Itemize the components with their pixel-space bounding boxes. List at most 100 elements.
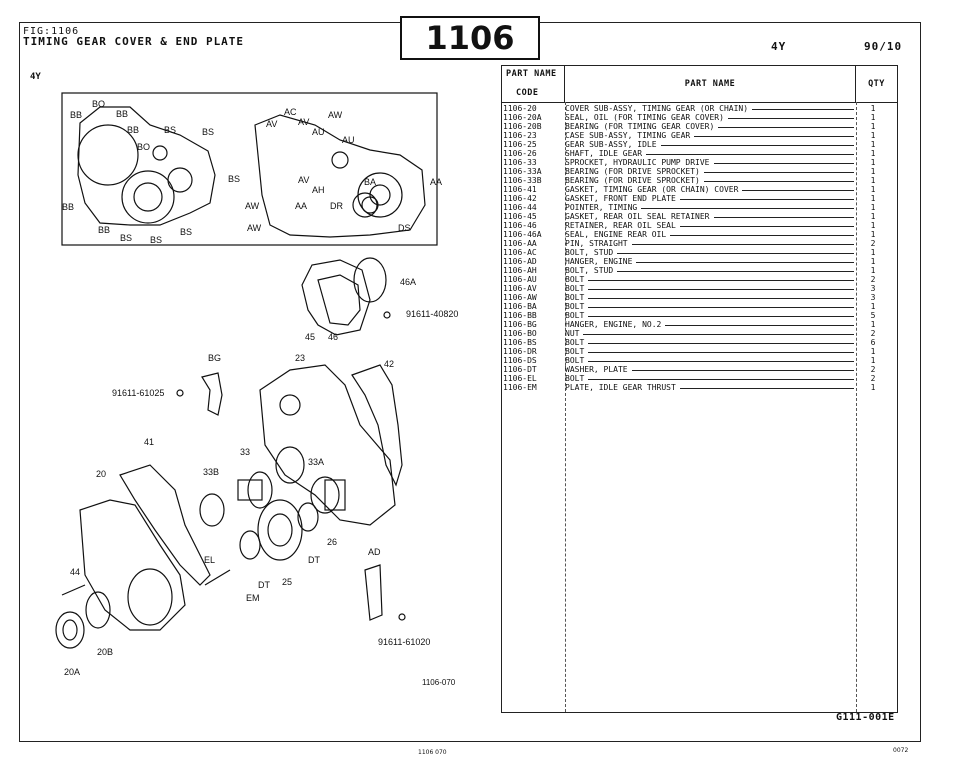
leader-line [588,297,854,299]
label: BO [137,142,150,152]
label: AA [430,177,442,187]
leader-line [670,234,854,236]
part-code: 1106-41 [503,185,537,194]
part-code: 1106-20A [503,113,542,122]
table-row: 1106-EL BOLT 2 [502,374,897,383]
part-code: 1106-20 [503,104,537,113]
part-code: 1106-BO [503,329,537,338]
part-code: 1106-23 [503,131,537,140]
label: 46A [400,277,416,287]
table-row: 1106-AA PIN, STRAIGHT 2 [502,239,897,248]
inset-right-labels: AC AV AV AW AU AU AV AA AH BA AW DR AA A… [245,107,442,233]
part-code: 1106-44 [503,203,537,212]
label: 33B [203,467,219,477]
leader-line [588,342,854,344]
label: BB [116,109,128,119]
part-code: 1106-46A [503,230,542,239]
label: AW [328,110,343,120]
label: BS [150,235,162,245]
part-name: BEARING (FOR DRIVE SPROCKET) [565,176,700,185]
part-qty: 1 [870,257,876,266]
column-divider [856,102,857,712]
part-name: BOLT [565,275,585,284]
part-name: HANGER, ENGINE, NO.2 [565,320,662,329]
label: BS [202,127,214,137]
part-qty: 1 [870,302,876,311]
leader-line [718,126,854,128]
inset-front-cover [77,106,216,226]
figure-title: TIMING GEAR COVER & END PLATE [23,35,245,48]
part-code: 1106-AW [503,293,537,302]
bottom-left-ref: 1106 070 [418,749,447,756]
part-name: BOLT [565,284,585,293]
label: BS [228,174,240,184]
part-qty: 1 [870,194,876,203]
label: 91611-40820 [406,309,458,319]
part-code: 1106-33 [503,158,537,167]
part-qty: 1 [870,266,876,275]
label: 23 [295,353,305,363]
label: 91611-61020 [378,637,430,647]
inset-timing-case [254,114,426,238]
part-name: BOLT [565,374,585,383]
part-name: BOLT, STUD [565,248,614,257]
table-row: 1106-AC BOLT, STUD 1 [502,248,897,257]
col-header-code-bottom: CODE [516,88,539,98]
part-code: 1106-42 [503,194,537,203]
col-header-code-top: PART NAME [506,69,557,79]
part-name: PLATE, IDLE GEAR THRUST [565,383,676,392]
label: 20B [97,647,113,657]
leader-line [661,144,854,146]
part-qty: 1 [870,248,876,257]
part-code: 1106-AD [503,257,537,266]
part-qty: 1 [870,347,876,356]
part-code: 1106-33B [503,176,542,185]
label: DR [330,201,343,211]
leader-line [665,324,854,326]
exploded-labels: 46A 91611-40820 45 46 23 42 BG 91611-610… [64,277,458,677]
part-code: 1106-AU [503,275,537,284]
leader-line [588,378,854,380]
part-name: BOLT [565,311,585,320]
part-code: 1106-25 [503,140,537,149]
part-code: 1106-AC [503,248,537,257]
part-name: BOLT [565,338,585,347]
part-code: 1106-46 [503,221,537,230]
inset-box [61,92,438,246]
part-code: 1106-DS [503,356,537,365]
label: 42 [384,359,394,369]
label: AV [298,175,309,185]
label: AW [245,201,260,211]
part-qty: 2 [870,374,876,383]
part-code: 1106-EL [503,374,537,383]
part-qty: 1 [870,203,876,212]
label: BB [62,202,74,212]
label: AD [368,547,381,557]
part-name: SPROCKET, HYDRAULIC PUMP DRIVE [565,158,710,167]
part-qty: 3 [870,293,876,302]
part-qty: 1 [870,176,876,185]
part-qty: 1 [870,131,876,140]
part-code: 1106-AA [503,239,537,248]
part-name: PIN, STRAIGHT [565,239,628,248]
part-name: WASHER, PLATE [565,365,628,374]
part-qty: 2 [870,239,876,248]
leader-line [641,207,854,209]
leader-line [714,216,854,218]
leader-line [617,270,854,272]
part-name: SEAL, OIL (FOR TIMING GEAR COVER) [565,113,724,122]
part-name: BEARING (FOR TIMING GEAR COVER) [565,122,715,131]
leader-line [680,198,854,200]
part-qty: 1 [870,221,876,230]
